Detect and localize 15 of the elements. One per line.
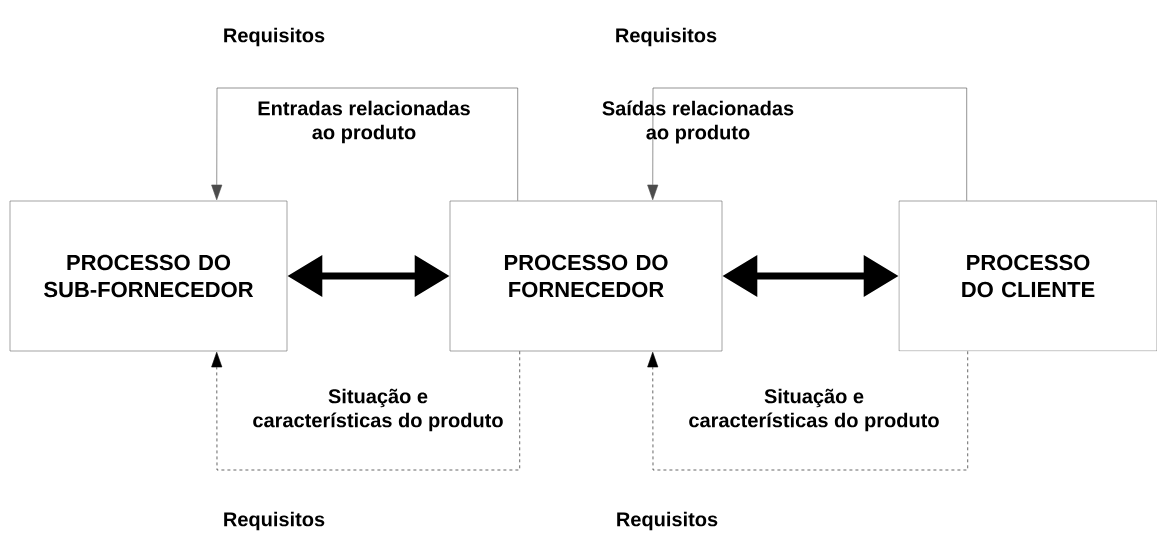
arrow (211, 351, 520, 471)
requirement-label: Requisitos (224, 27, 325, 47)
arrow (211, 87, 518, 201)
edge-label: Situação e características do produto (689, 388, 939, 432)
edge-label: Saídas relacionadas ao produto (602, 100, 794, 144)
edge-label: Situação e características do produto (253, 388, 503, 432)
requirement-label: Requisitos (224, 511, 325, 531)
edge-label: Entradas relacionadas ao produto (258, 100, 470, 144)
requirement-label: Requisitos (617, 511, 718, 531)
process-box: PROCESSO DO FORNECEDOR (449, 200, 723, 352)
process-box: PROCESSO DO SUB-FORNECEDOR (9, 200, 288, 352)
process-box: PROCESSO DO CLIENTE (898, 200, 1157, 352)
arrow (647, 351, 968, 471)
arrow (647, 87, 967, 201)
requirement-label: Requisitos (616, 27, 717, 47)
